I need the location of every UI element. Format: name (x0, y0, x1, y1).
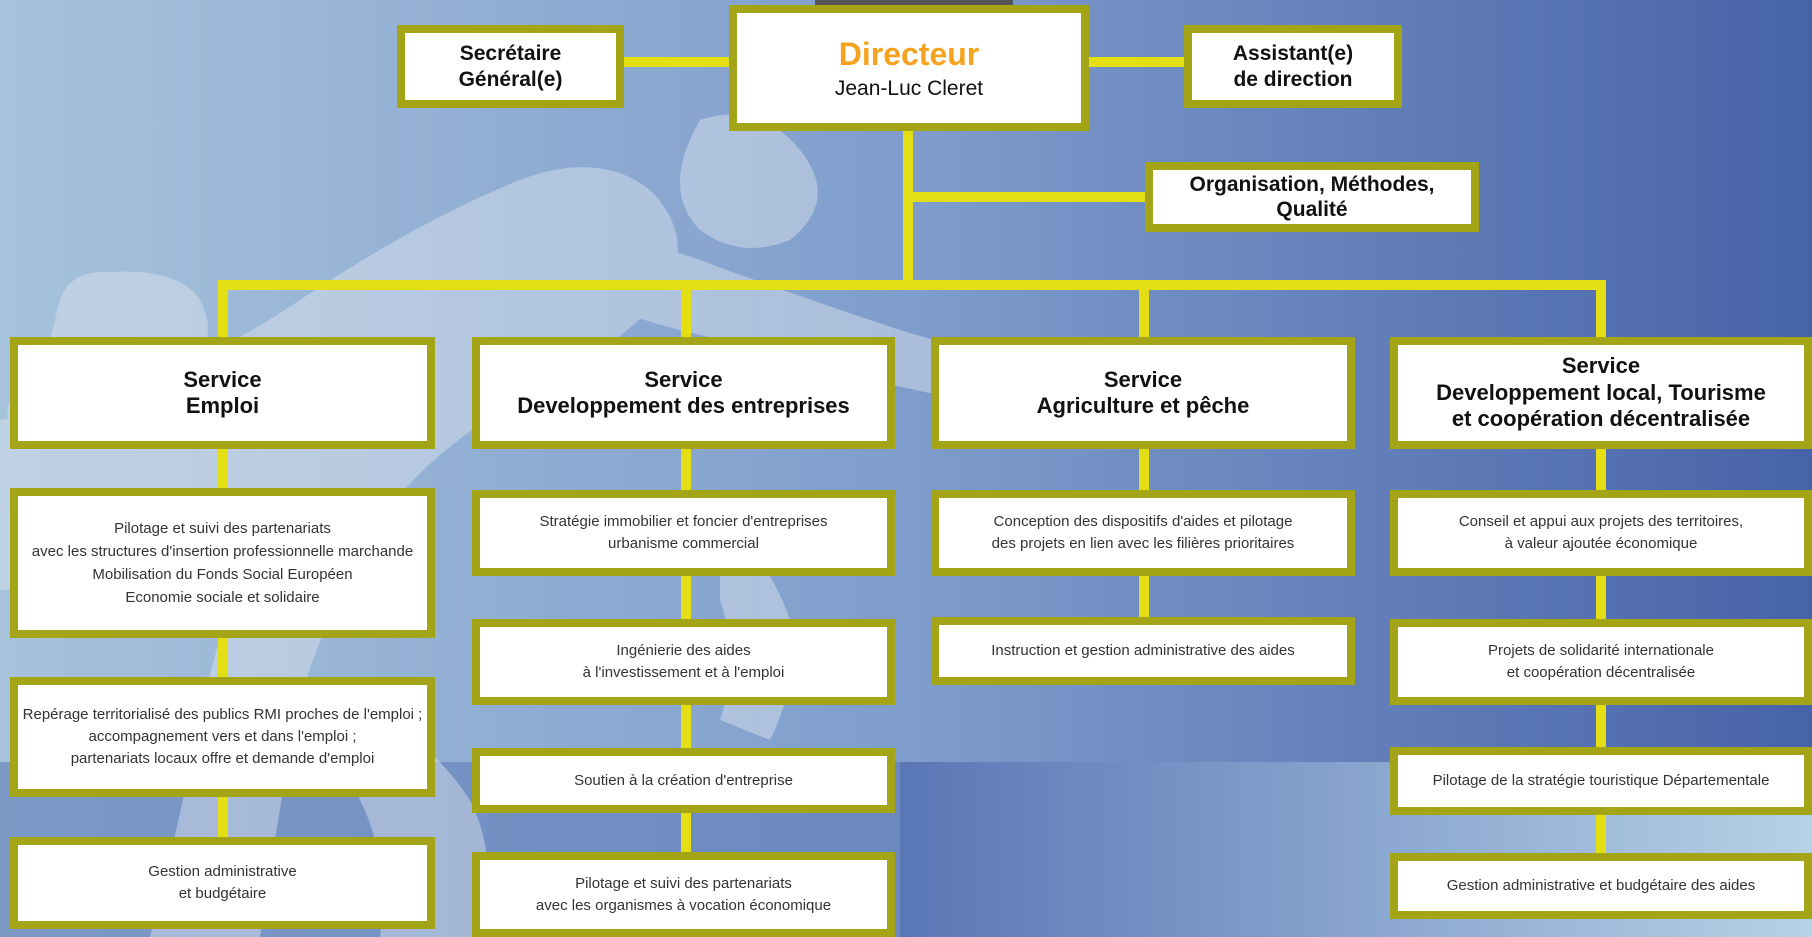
secretary-box: Secrétaire Général(e) (397, 25, 624, 108)
task-box: Pilotage de la stratégie touristique Dép… (1390, 747, 1812, 815)
task-box: Instruction et gestion administrative de… (931, 617, 1355, 685)
task-text: Instruction et gestion administrative de… (991, 642, 1295, 660)
connector-service-1 (218, 282, 228, 342)
task-box: Conseil et appui aux projets des territo… (1390, 490, 1812, 576)
connector-service-2 (681, 282, 691, 342)
connector-horizontal-bus (218, 280, 1606, 290)
task-box: Conception des dispositifs d'aides et pi… (931, 490, 1355, 576)
director-box: Directeur Jean-Luc Cleret (729, 5, 1089, 131)
connector-service-3 (1139, 282, 1149, 342)
column-line-emploi (218, 440, 228, 850)
connector-assistant (1085, 57, 1190, 67)
task-text: Repérage territorialisé des publics RMI … (22, 706, 423, 767)
task-text: Soutien à la création d'entreprise (574, 771, 793, 789)
organisation-box: Organisation, Méthodes, Qualité (1145, 162, 1479, 232)
connector-trunk (903, 128, 913, 286)
task-text: Conception des dispositifs d'aides et pi… (991, 513, 1295, 552)
connector-secretary (620, 57, 740, 67)
organisation-label: Organisation, Méthodes, Qualité (1189, 172, 1435, 221)
connector-organisation (910, 192, 1150, 202)
task-box: Gestion administrative et budgétaire des… (1390, 853, 1812, 919)
assistant-box: Assistant(e) de direction (1184, 25, 1402, 108)
assistant-label: Assistant(e) de direction (1232, 42, 1354, 91)
secretary-label: Secrétaire Général(e) (458, 42, 563, 91)
connector-service-4 (1596, 282, 1606, 342)
task-text: Gestion administrative et budgétaire des… (1446, 877, 1756, 895)
task-box: Soutien à la création d'entreprise (472, 748, 895, 813)
task-text: Pilotage de la stratégie touristique Dép… (1432, 772, 1770, 790)
task-text: Conseil et appui aux projets des territo… (1458, 513, 1744, 552)
task-box: Stratégie immobilier et foncier d'entrep… (472, 490, 895, 576)
task-box: Repérage territorialisé des publics RMI … (10, 677, 435, 797)
task-text: Stratégie immobilier et foncier d'entrep… (539, 513, 828, 552)
director-title: Directeur (838, 35, 980, 72)
director-name: Jean-Luc Cleret (834, 76, 984, 100)
